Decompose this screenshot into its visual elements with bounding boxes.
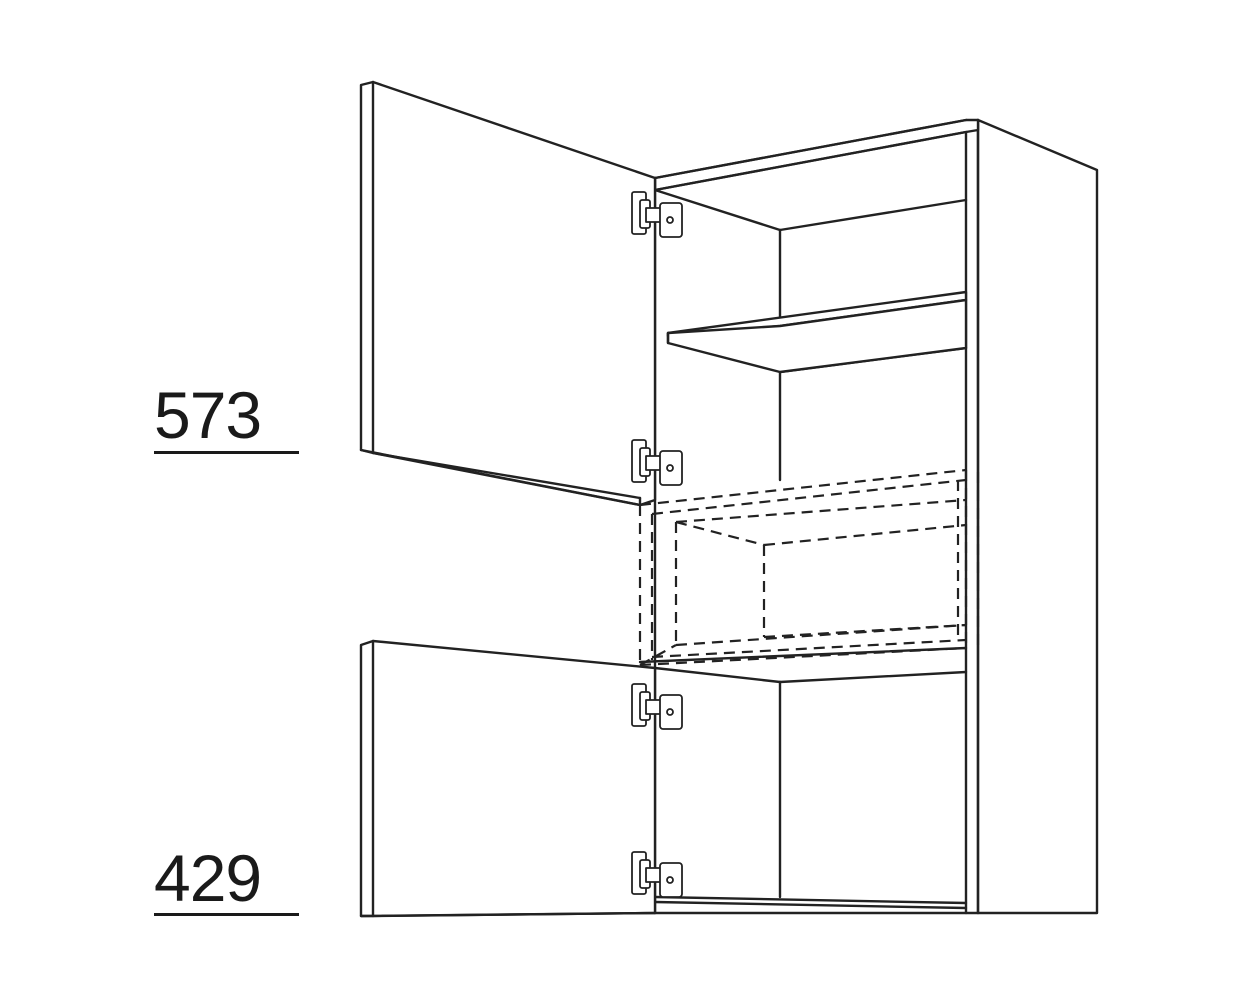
right-side-panel xyxy=(964,118,1099,915)
hinge-upper-bottom xyxy=(631,439,683,486)
hinge-upper-top xyxy=(631,191,683,238)
back-wall xyxy=(653,188,968,899)
bottom-panel xyxy=(653,895,980,915)
upper-door xyxy=(359,80,657,507)
hinge-lower-top xyxy=(631,683,683,730)
lower-dimension-underline xyxy=(154,913,299,916)
upper-door-height-label: 573 xyxy=(154,378,262,452)
upper-dimension-underline xyxy=(154,451,299,454)
middle-panel xyxy=(638,646,968,684)
shelf xyxy=(666,290,968,374)
top-panel xyxy=(653,118,980,192)
lower-door-height-label: 429 xyxy=(154,841,262,915)
appliance-niche-outline xyxy=(638,468,980,667)
hinge-lower-bottom xyxy=(631,851,683,898)
lower-door xyxy=(359,639,657,918)
